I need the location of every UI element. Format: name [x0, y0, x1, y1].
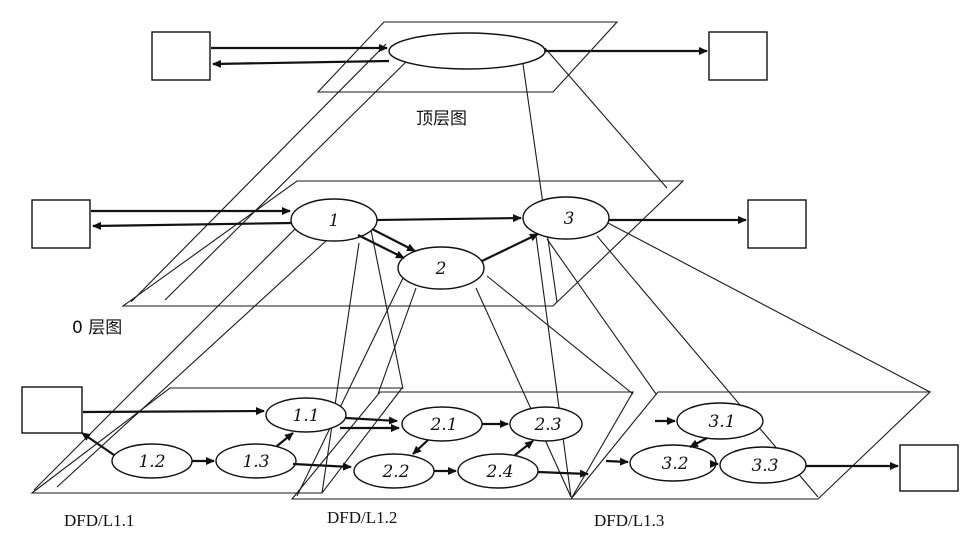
process-3-3-label: 3.3: [751, 456, 778, 476]
flow-2-4-to-2-3: [514, 440, 534, 456]
label-level0: 0 层图: [72, 318, 122, 338]
flow-1-3-to-1-1: [276, 432, 294, 447]
flow-1-to-3: [376, 214, 522, 223]
process-1-3-label: 1.3: [242, 452, 269, 472]
flow-1-3-to-2-2: [292, 462, 352, 471]
external-entity-top-left: [151, 31, 211, 81]
label-dfd-l1-1: DFD/L1.1: [64, 511, 134, 530]
process-1-label: 1: [329, 211, 340, 231]
label-dfd-l1-2: DFD/L1.2: [327, 508, 397, 527]
flow-2-1-to-2-2: [412, 439, 429, 455]
process-1-1: [265, 397, 347, 433]
process-2-1-label: 2.1: [429, 415, 457, 435]
process-2-2-label: 2.2: [381, 462, 409, 482]
projection-lines: [33, 43, 931, 498]
label-top-level: 顶层图: [416, 109, 467, 129]
flow-2-4-out: [537, 469, 589, 478]
external-entity-top-right: [708, 31, 768, 81]
flow-3-1-to-3-2: [689, 437, 708, 448]
label-dfd-l1-3: DFD/L1.3: [594, 511, 664, 530]
external-entity-level0-right: [747, 199, 807, 249]
process-3-1: [676, 402, 764, 440]
plane-level0: [121, 180, 685, 307]
process-2-4: [457, 453, 539, 489]
flow-1-1-to-2-1: [345, 416, 398, 425]
flow-0-back: [92, 221, 293, 230]
process-3-2-label: 3.2: [661, 454, 688, 474]
process-2-3: [509, 406, 583, 442]
process-3: [522, 196, 610, 240]
process-2-4-label: 2.4: [485, 462, 513, 482]
flow-top-back: [212, 59, 390, 68]
process-1-2-label: 1.2: [138, 452, 165, 472]
process-3-label: 3: [564, 209, 575, 229]
flow-1-to-2-b: [371, 228, 416, 252]
flow-2-to-3: [481, 233, 539, 262]
process-2-3-label: 2.3: [533, 415, 561, 435]
process-2-label: 2: [435, 259, 447, 279]
process-top: [388, 32, 546, 70]
process-3-1-label: 3.1: [708, 412, 735, 432]
plane-l13: [569, 391, 932, 500]
process-1-3: [215, 443, 297, 479]
flow-1-2-to-ext: [81, 432, 115, 456]
flow-in-3-2: [605, 457, 629, 466]
flow-1-to-2-a: [357, 234, 405, 259]
process-2: [397, 246, 485, 290]
external-entity-l11: [21, 386, 83, 434]
plane-l11: [30, 387, 404, 494]
external-entity-level0-left: [31, 199, 91, 249]
flow-ext-to-1-1: [82, 407, 265, 416]
process-1-1-label: 1.1: [292, 406, 319, 426]
external-entity-l13: [899, 444, 959, 492]
plane-top: [316, 21, 619, 93]
